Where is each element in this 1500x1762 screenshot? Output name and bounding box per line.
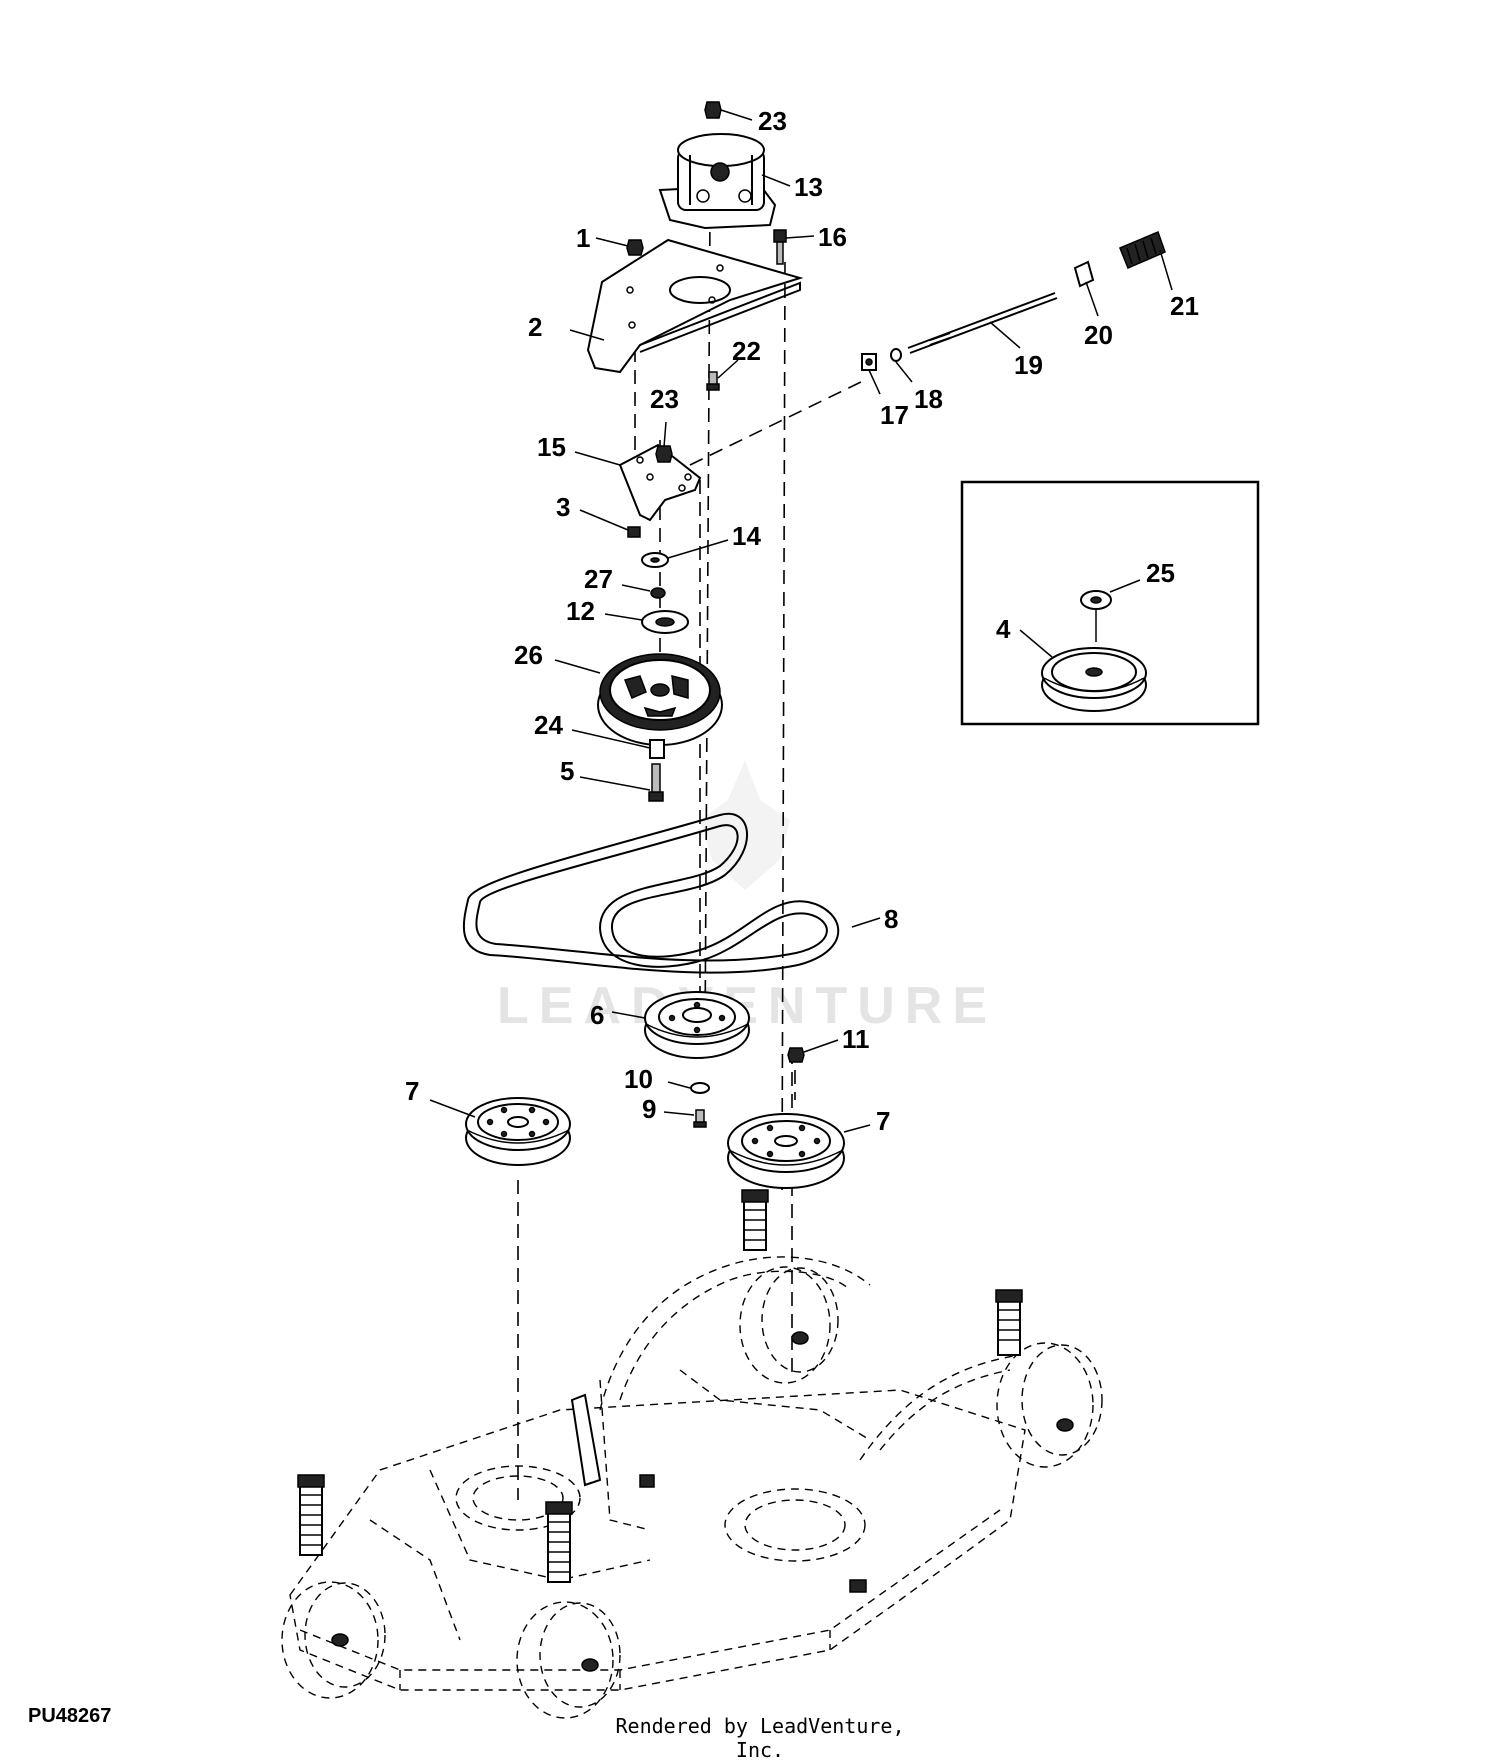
caster-wheel-rear-left (739, 1189, 839, 1384)
part-20-plate (1073, 260, 1095, 288)
part-21-spring (1119, 230, 1166, 269)
part-10-washer (690, 1082, 710, 1094)
part-17-rod-end (861, 353, 877, 371)
part-19-rod (907, 292, 1058, 354)
callout-7-right: 7 (876, 1106, 890, 1136)
part-9-screw (693, 1109, 707, 1128)
callout-18: 18 (914, 384, 943, 414)
render-credit: Rendered by LeadVenture, Inc. (615, 1714, 905, 1762)
alignment-lines (517, 209, 866, 1500)
callout-4: 4 (996, 614, 1011, 644)
callout-16: 16 (818, 222, 847, 252)
part-23-nut-bracket (655, 445, 673, 463)
part-3-screw (627, 526, 641, 538)
callout-10: 10 (624, 1064, 653, 1094)
callout-23-bracket: 23 (650, 384, 679, 414)
part-7-pulley-right (727, 1113, 845, 1189)
callout-21: 21 (1170, 291, 1199, 321)
callout-17: 17 (880, 400, 909, 430)
part-27-clip (650, 587, 666, 599)
part-2-mounting-plate (586, 238, 804, 374)
part-26-idler-pulley (597, 653, 723, 746)
callout-14: 14 (732, 521, 761, 551)
part-25-washer (1080, 590, 1112, 642)
callout-11: 11 (842, 1024, 870, 1054)
part-13-hydraulic-motor (658, 133, 777, 230)
callout-13: 13 (794, 172, 823, 202)
callout-23-top: 23 (758, 106, 787, 136)
deck-bracket (570, 1393, 867, 1593)
part-1-nut (626, 239, 644, 256)
diagram-id-label: PU48267 (28, 1705, 112, 1727)
part-22-screw (706, 371, 720, 391)
callout-19: 19 (1014, 350, 1043, 380)
caster-wheel-front-right (516, 1501, 621, 1719)
callout-2: 2 (528, 312, 542, 342)
callout-20: 20 (1084, 320, 1113, 350)
callout-27: 27 (584, 564, 613, 594)
part-23-nut-top (704, 101, 722, 119)
callout-7-left: 7 (405, 1076, 419, 1106)
inset-box (960, 480, 1260, 726)
callout-15: 15 (537, 432, 566, 462)
callout-1: 1 (576, 223, 590, 253)
part-7-pulley-left (465, 1097, 571, 1166)
part-14-washer (641, 552, 669, 568)
part-6-drive-pulley (644, 991, 750, 1059)
leader-lines (429, 109, 1173, 1133)
callout-26: 26 (514, 640, 543, 670)
callout-12: 12 (566, 596, 595, 626)
part-5-bolt (648, 763, 664, 802)
callout-22: 22 (732, 336, 761, 366)
caster-wheel-front-left (281, 1474, 386, 1699)
part-24-spacer (649, 739, 665, 759)
part-18-washer (890, 348, 902, 362)
callouts: 23 13 1 16 21 2 20 22 19 18 23 17 15 3 1… (405, 106, 1199, 1136)
callout-25: 25 (1146, 558, 1175, 588)
part-4-pulley (1041, 647, 1147, 712)
callout-24: 24 (534, 710, 563, 740)
callout-3: 3 (556, 492, 570, 522)
part-16-bolt (773, 229, 787, 265)
callout-9: 9 (642, 1094, 656, 1124)
callout-6: 6 (590, 1000, 604, 1030)
callout-5: 5 (560, 756, 574, 786)
part-12-bearing (641, 610, 689, 634)
part-8-belt (462, 812, 840, 974)
mower-deck-outline (289, 1256, 1026, 1691)
part-11-nut (787, 1047, 805, 1063)
caster-wheel-rear-right (995, 1289, 1103, 1468)
callout-8: 8 (884, 904, 898, 934)
